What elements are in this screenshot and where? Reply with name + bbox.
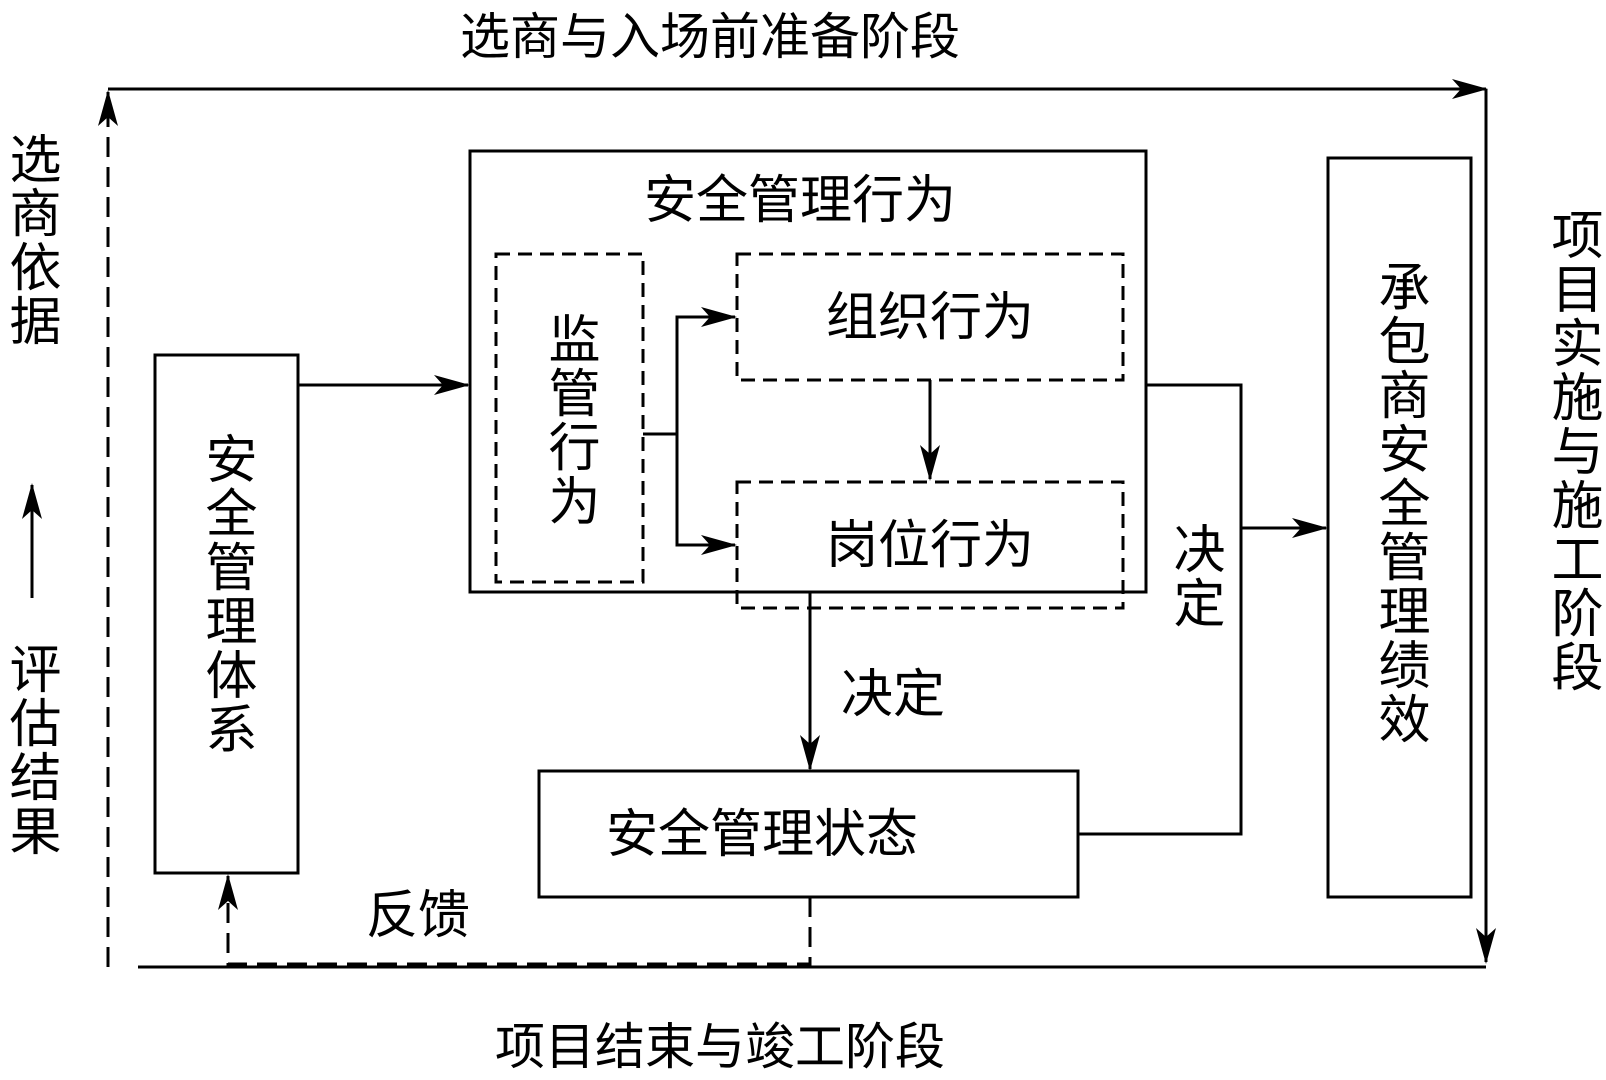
behavior-group-title: 安全管理行为 [644,171,956,231]
system-label: 安全管理体系 [196,432,256,756]
stage-top-label: 选商与入场前准备阶段 [460,8,960,66]
stage-left-top-label: 选商依据 [0,132,60,348]
decide-right-label: 决定 [1164,522,1224,630]
supervision-box [494,252,645,584]
performance-box [1326,156,1473,899]
behavior-to-junction [1078,383,1243,836]
organization-label: 组织行为 [826,288,1034,348]
feedback-dashed-arrow [218,874,812,966]
performance-label: 承包商安全管理绩效 [1369,260,1429,746]
stage-bottom-label: 项目结束与竣工阶段 [495,1018,945,1076]
stage-left-bottom-label: 评估结果 [0,642,60,858]
system-box [153,353,300,875]
behavior-group-box [468,149,1148,594]
supervision-to-post-arrow [675,434,737,555]
supervision-to-organization-arrow [675,307,737,434]
supervision-label: 监管行为 [539,312,599,528]
post-label: 岗位行为 [826,516,1034,576]
decide-down-label: 决定 [841,665,945,725]
feedback-label: 反馈 [366,886,470,946]
stage-right-label: 项目实施与施工阶段 [1542,208,1602,694]
post-box [735,480,1125,610]
state-label: 安全管理状态 [606,805,918,865]
